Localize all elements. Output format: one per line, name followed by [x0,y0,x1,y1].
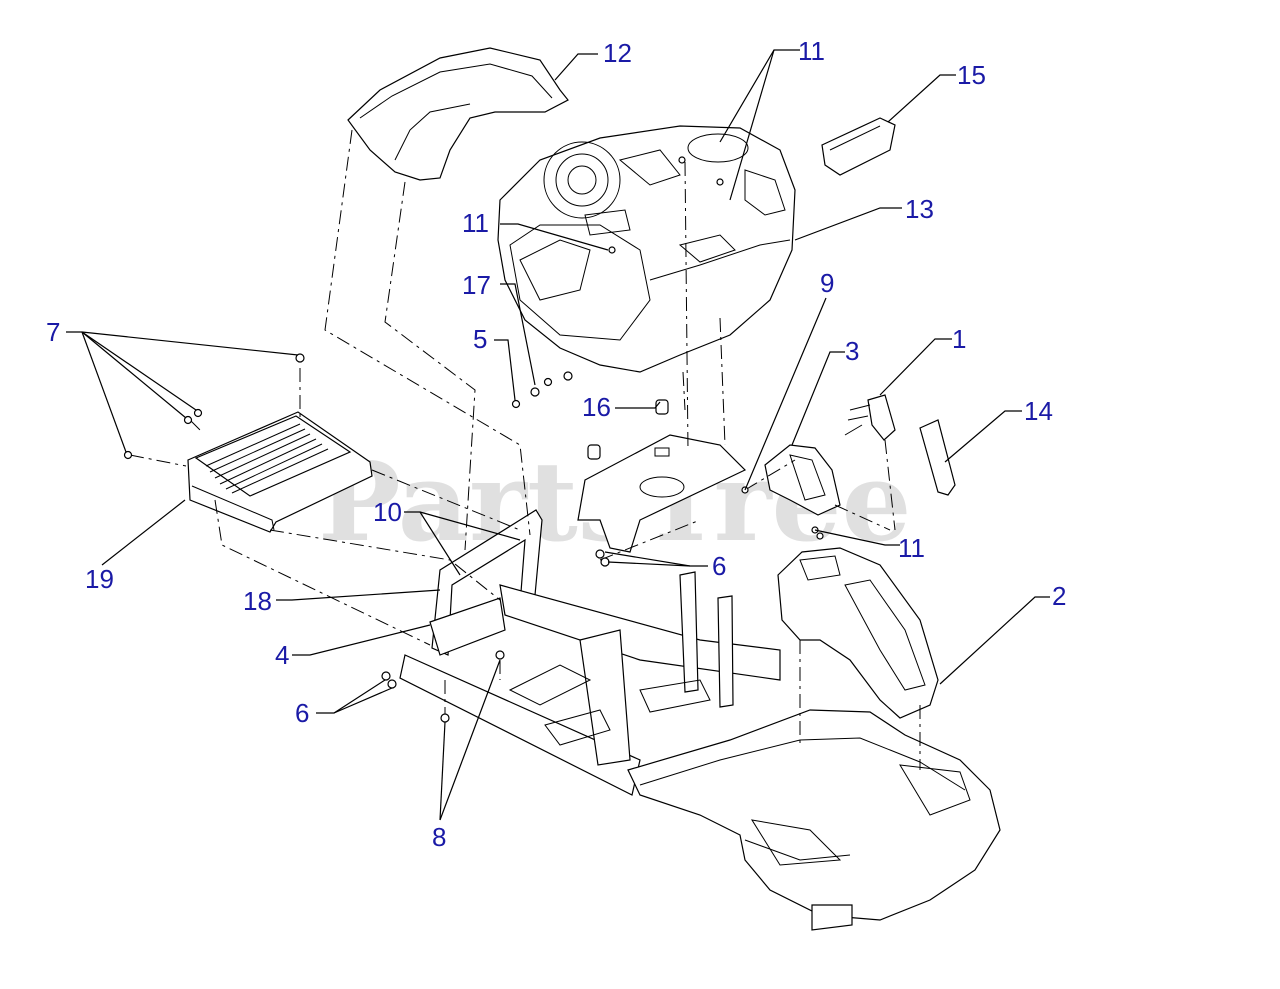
part-15-cover [821,117,896,176]
callout-6-upper: 6 [712,551,726,581]
callout-15: 15 [957,60,986,90]
callout-13: 13 [905,194,934,224]
callout-3: 3 [845,336,859,366]
part-1-lever [844,394,896,441]
callout-10: 10 [373,497,402,527]
callout-5: 5 [473,324,487,354]
part-13-hood [497,125,796,373]
callout-labels: 12 11 15 13 11 17 9 7 5 3 1 16 14 10 11 … [46,36,1066,852]
callout-16: 16 [582,392,611,422]
part-19-vent-cover [187,411,373,533]
callout-2: 2 [1052,581,1066,611]
part-2-console [777,547,939,719]
part-16-seat-plate [577,399,747,553]
callout-7: 7 [46,317,60,347]
callout-14: 14 [1024,396,1053,426]
part-12-rear-cover [347,47,569,181]
callout-1: 1 [952,324,966,354]
callout-11-lower: 11 [898,533,925,563]
assembly-lines [129,129,921,770]
callout-8: 8 [432,822,446,852]
callout-11-hood: 11 [462,208,489,238]
callout-18: 18 [243,586,272,616]
hardware [123,156,824,723]
callout-11-top: 11 [798,36,825,66]
part-3-cover [764,444,841,516]
callout-19: 19 [85,564,114,594]
callout-9: 9 [820,268,834,298]
callout-17: 17 [462,270,491,300]
callout-6-lower: 6 [295,698,309,728]
callout-12: 12 [603,38,632,68]
part-14-knob [919,419,956,496]
callout-4: 4 [275,640,289,670]
frame-assembly [399,509,1001,931]
callout-leaders [66,49,1050,821]
